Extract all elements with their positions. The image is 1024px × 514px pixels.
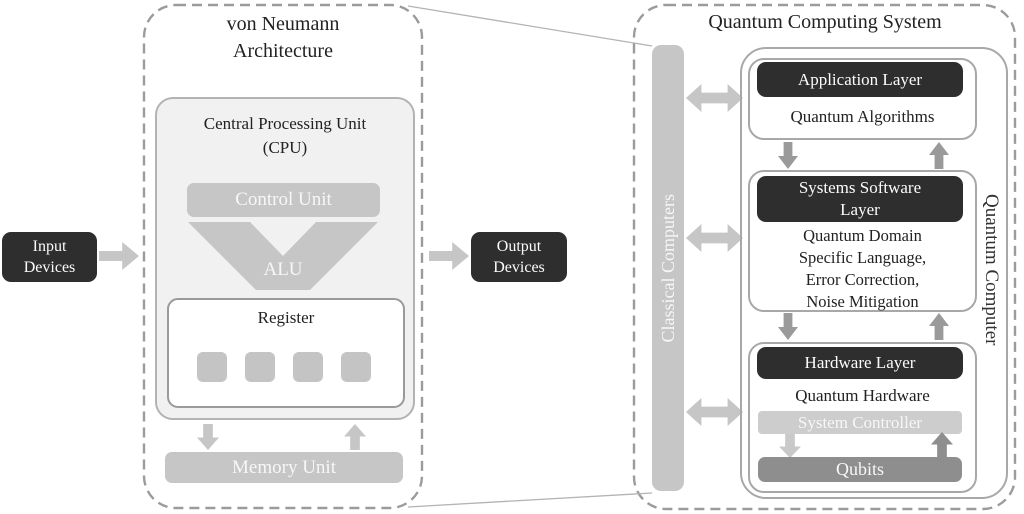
control-unit-label: Control Unit xyxy=(235,189,332,210)
systems-software-title: Systems Software Layer xyxy=(799,177,921,221)
register-cell xyxy=(341,352,371,382)
von-neumann-title-line2: Architecture xyxy=(233,40,333,62)
system-controller-box: System Controller xyxy=(758,411,962,434)
memory-unit-box: Memory Unit xyxy=(165,452,403,483)
systems-software-body: Quantum Domain Specific Language, Error … xyxy=(748,225,977,313)
qubits-label: Qubits xyxy=(835,459,884,479)
quantum-computer-label: Quantum Computer xyxy=(981,194,1002,346)
quantum-system-title: Quantum Computing System xyxy=(708,11,942,33)
classical-computers-label: Classical Computers xyxy=(657,193,678,343)
systems-software-body-line4: Noise Mitigation xyxy=(806,292,919,311)
input-devices-label: Input Devices xyxy=(23,238,76,276)
cpu-title: Central Processing Unit (CPU) xyxy=(165,112,405,160)
systems-software-title-box: Systems Software Layer xyxy=(757,176,963,222)
input-devices-box: Input Devices xyxy=(2,232,97,282)
quantum-dashed-border xyxy=(632,3,1017,511)
application-layer-title-box: Application Layer xyxy=(757,62,963,97)
control-unit-box: Control Unit xyxy=(187,183,380,217)
output-devices-box: Output Devices xyxy=(471,232,567,282)
hardware-layer-title: Hardware Layer xyxy=(804,353,916,372)
systems-software-title-line1: Systems Software xyxy=(798,178,922,197)
register-cell xyxy=(245,352,275,382)
systems-software-body-line3: Error Correction, xyxy=(805,270,920,289)
cpu-title-line2: (CPU) xyxy=(262,138,308,157)
register-label: Register xyxy=(257,308,315,327)
systems-software-body-line1: Quantum Domain xyxy=(803,226,922,245)
zoom-connector-line-bottom xyxy=(407,492,653,508)
output-devices-label: Output Devices xyxy=(493,238,545,276)
hardware-layer-body: Quantum Hardware xyxy=(795,386,930,405)
alu-label: ALU xyxy=(263,259,303,280)
system-controller-label: System Controller xyxy=(797,412,923,432)
classical-computers-bar: Classical Computers xyxy=(652,45,684,491)
von-neumann-title-line1: von Neumann xyxy=(226,13,340,35)
register-cell xyxy=(197,352,227,382)
systems-software-title-line2: Layer xyxy=(840,200,880,219)
quantum-computer-label-wrap: Quantum Computer xyxy=(976,160,1006,380)
von-neumann-dashed-border xyxy=(142,3,424,510)
application-layer-title: Application Layer xyxy=(797,69,923,89)
qubits-box: Qubits xyxy=(758,457,962,482)
cpu-title-line1: Central Processing Unit xyxy=(203,114,367,133)
register-cell xyxy=(293,352,323,382)
von-neumann-title: von Neumann Architecture xyxy=(163,11,403,65)
memory-unit-label: Memory Unit xyxy=(232,456,336,478)
hardware-layer-title-box: Hardware Layer xyxy=(757,347,963,379)
alu-shape xyxy=(188,222,378,290)
systems-software-body-line2: Specific Language, xyxy=(798,248,927,267)
zoom-connector-line-top xyxy=(407,5,653,47)
quantum-computer-box xyxy=(740,47,1008,499)
application-layer-body: Quantum Algorithms xyxy=(790,107,935,126)
